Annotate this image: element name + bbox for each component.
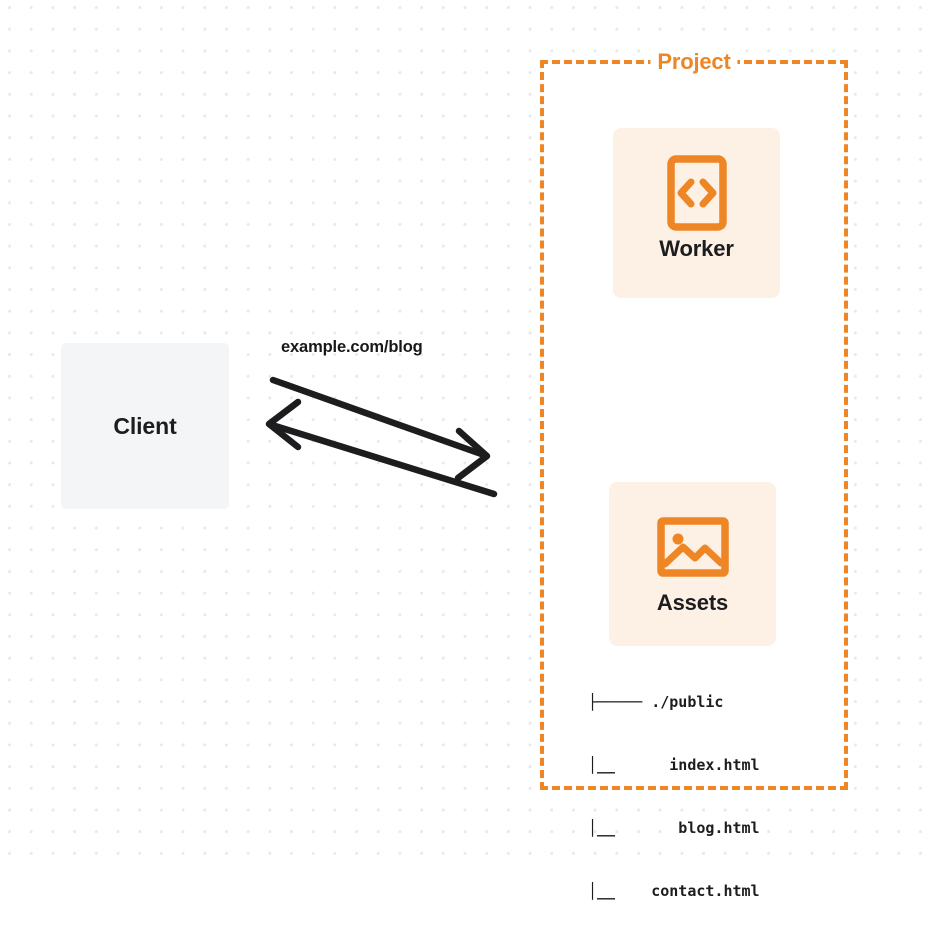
file-tree-root: ├───── ./public bbox=[588, 693, 724, 711]
file-tree-item: │__ index.html bbox=[588, 756, 760, 774]
file-tree-item: │__ contact.html bbox=[588, 882, 760, 900]
client-node: Client bbox=[61, 343, 229, 509]
request-arrow bbox=[269, 376, 491, 482]
assets-label: Assets bbox=[656, 590, 729, 615]
code-brackets-icon bbox=[666, 154, 727, 232]
file-tree-item: │__ blog.html bbox=[588, 819, 760, 837]
image-icon bbox=[656, 508, 729, 586]
worker-label: Worker bbox=[659, 236, 734, 261]
diagram-canvas: Client example.com/blog Project Worker bbox=[0, 0, 938, 900]
project-title: Project bbox=[650, 49, 738, 75]
client-label: Client bbox=[113, 412, 177, 439]
assets-file-tree: ├───── ./public │__ index.html │__ blog.… bbox=[588, 650, 760, 944]
edge-label: example.com/blog bbox=[281, 338, 423, 356]
response-arrow bbox=[265, 398, 498, 498]
worker-node[interactable]: Worker bbox=[613, 128, 780, 298]
assets-node[interactable]: Assets bbox=[609, 482, 776, 646]
